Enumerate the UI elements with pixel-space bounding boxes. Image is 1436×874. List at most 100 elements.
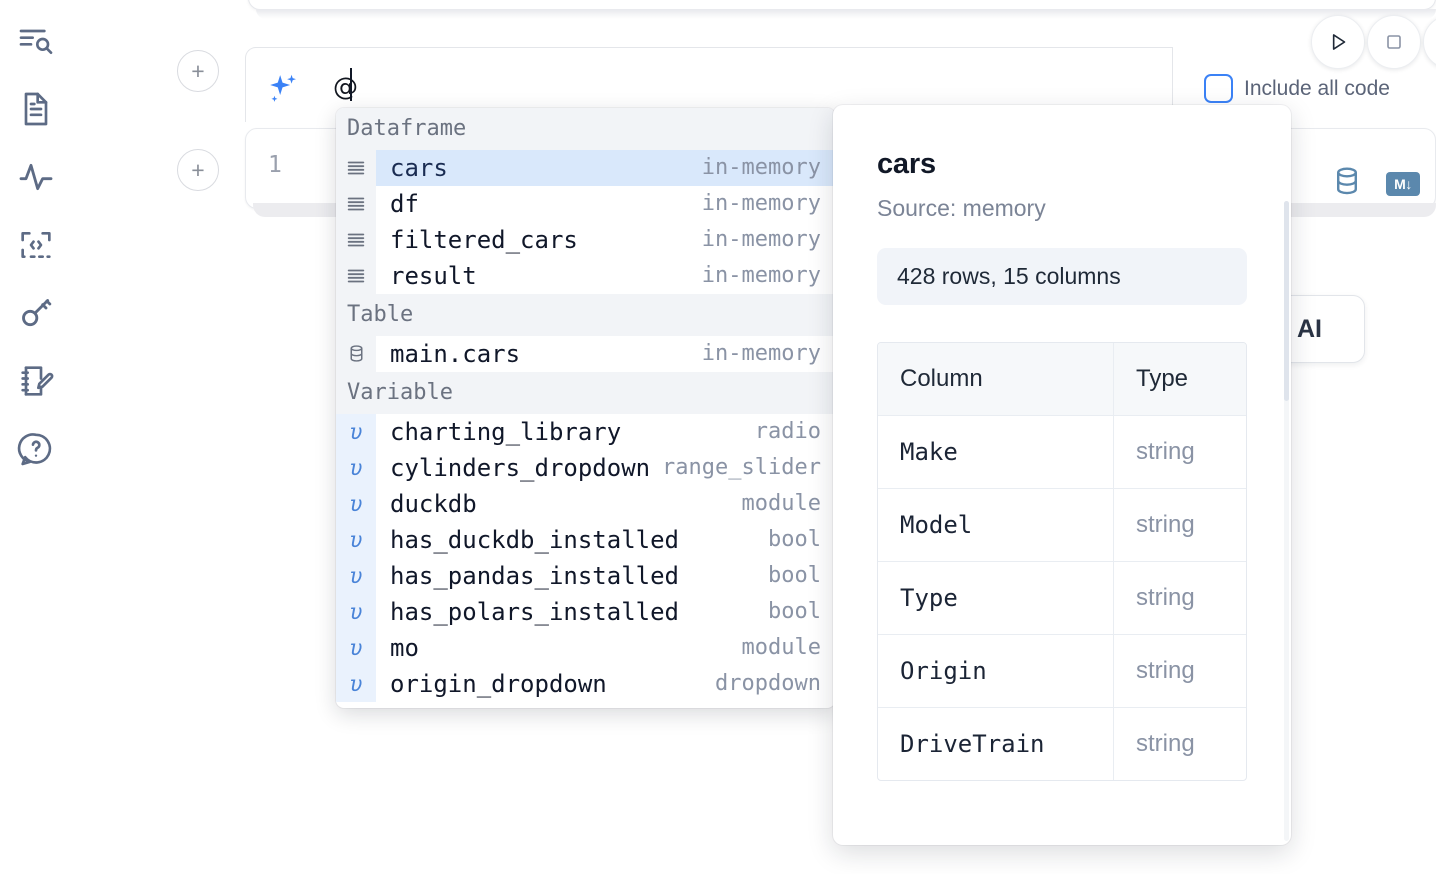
autocomplete-item-type: in-memory bbox=[701, 155, 821, 181]
doc-table-row: Origin string bbox=[878, 635, 1246, 708]
autocomplete-item-name: cars bbox=[390, 153, 448, 182]
variable-icon: υ bbox=[336, 521, 376, 558]
dataframe-icon bbox=[336, 149, 376, 186]
doc-scrollbar-thumb[interactable] bbox=[1284, 201, 1289, 401]
add-cell-button-top[interactable]: + bbox=[177, 50, 219, 92]
sparkles-icon bbox=[264, 70, 302, 108]
include-all-code-row[interactable]: Include all code bbox=[1204, 74, 1390, 103]
autocomplete-item-type: in-memory bbox=[701, 227, 821, 253]
doc-column-type: string bbox=[1136, 584, 1195, 611]
help-icon[interactable] bbox=[13, 426, 59, 472]
more-actions-button[interactable] bbox=[1423, 15, 1436, 69]
doc-table-header: Column bbox=[878, 343, 1114, 415]
document-icon[interactable] bbox=[13, 86, 59, 132]
variable-icon: υ bbox=[336, 413, 376, 450]
autocomplete-item-type: module bbox=[741, 491, 821, 517]
autocomplete-item-name: charting_library bbox=[390, 417, 622, 446]
doc-column-name: Model bbox=[878, 489, 1114, 561]
doc-scrollbar-track[interactable] bbox=[1284, 201, 1289, 841]
doc-column-type: string bbox=[1136, 511, 1195, 538]
autocomplete-item-name: duckdb bbox=[390, 489, 477, 518]
prompt-divider bbox=[1172, 47, 1173, 122]
variable-icon: υ bbox=[336, 665, 376, 702]
doc-column-type: string bbox=[1136, 438, 1195, 465]
autocomplete-item-type: in-memory bbox=[701, 263, 821, 289]
doc-column-name: Make bbox=[878, 416, 1114, 488]
doc-table-row: Make string bbox=[878, 416, 1246, 489]
text-caret bbox=[350, 68, 352, 101]
autocomplete-item-type: radio bbox=[754, 419, 821, 445]
doc-source: Source: memory bbox=[877, 195, 1046, 221]
search-files-icon[interactable] bbox=[13, 18, 59, 64]
autocomplete-item-name: mo bbox=[390, 633, 419, 662]
doc-table-row: Model string bbox=[878, 489, 1246, 562]
include-all-code-label: Include all code bbox=[1244, 76, 1390, 100]
scratchpad-icon[interactable] bbox=[13, 358, 59, 404]
plus-icon: + bbox=[191, 57, 205, 84]
autocomplete-item[interactable]: υ cylinders_dropdown range_slider bbox=[336, 449, 835, 486]
dataframe-icon bbox=[336, 221, 376, 258]
variable-icon: υ bbox=[336, 557, 376, 594]
autocomplete-group-header: Dataframe bbox=[336, 108, 835, 150]
variable-icon: υ bbox=[336, 593, 376, 630]
doc-table-header: Type bbox=[1114, 343, 1246, 415]
autocomplete-item[interactable]: υ charting_library radio bbox=[336, 413, 835, 450]
code-snippet-icon[interactable] bbox=[13, 222, 59, 268]
stop-button[interactable] bbox=[1367, 15, 1421, 69]
add-cell-button-bottom[interactable]: + bbox=[177, 149, 219, 191]
autocomplete-item-type: bool bbox=[768, 599, 821, 625]
autocomplete-item[interactable]: υ has_polars_installed bool bbox=[336, 593, 835, 630]
variable-icon: υ bbox=[336, 449, 376, 486]
doc-column-type: string bbox=[1136, 730, 1195, 757]
autocomplete-item-name: origin_dropdown bbox=[390, 669, 607, 698]
doc-column-name: Origin bbox=[878, 635, 1114, 707]
left-icon-rail bbox=[0, 0, 72, 874]
plus-icon: + bbox=[191, 156, 205, 183]
variable-icon: υ bbox=[336, 629, 376, 666]
line-number: 1 bbox=[268, 152, 282, 178]
autocomplete-item-name: has_pandas_installed bbox=[390, 561, 679, 590]
include-all-code-checkbox[interactable] bbox=[1204, 74, 1233, 103]
autocomplete-item[interactable]: filtered_cars in-memory bbox=[336, 221, 835, 258]
autocomplete-item-name: main.cars bbox=[390, 339, 521, 368]
autocomplete-item[interactable]: υ has_pandas_installed bool bbox=[336, 557, 835, 594]
doc-column-type: string bbox=[1136, 657, 1195, 684]
autocomplete-item[interactable]: cars in-memory bbox=[336, 149, 835, 186]
doc-shape-badge: 428 rows, 15 columns bbox=[877, 248, 1247, 305]
autocomplete-item-name: has_polars_installed bbox=[390, 597, 679, 626]
run-button[interactable] bbox=[1311, 15, 1365, 69]
autocomplete-item-type: bool bbox=[768, 563, 821, 589]
activity-icon[interactable] bbox=[13, 154, 59, 200]
autocomplete-item-name: filtered_cars bbox=[390, 225, 578, 254]
autocomplete-item-name: cylinders_dropdown bbox=[390, 453, 651, 482]
documentation-panel: cars Source: memory 428 rows, 15 columns… bbox=[833, 105, 1291, 845]
autocomplete-group-header: Table bbox=[336, 293, 835, 336]
key-icon[interactable] bbox=[13, 290, 59, 336]
autocomplete-item-name: has_duckdb_installed bbox=[390, 525, 679, 554]
autocomplete-item-type: module bbox=[741, 635, 821, 661]
database-icon[interactable] bbox=[1330, 164, 1364, 203]
autocomplete-item-name: result bbox=[390, 261, 477, 290]
autocomplete-item-type: dropdown bbox=[715, 671, 821, 697]
autocomplete-item[interactable]: υ origin_dropdown dropdown bbox=[336, 665, 835, 702]
autocomplete-item[interactable]: result in-memory bbox=[336, 257, 835, 294]
doc-column-name: DriveTrain bbox=[878, 708, 1114, 780]
autocomplete-item-type: range_slider bbox=[662, 455, 821, 481]
autocomplete-item-name: df bbox=[390, 189, 419, 218]
cell-above-shadow bbox=[256, 9, 1436, 19]
doc-title: cars bbox=[877, 148, 936, 180]
markdown-icon[interactable]: M↓ bbox=[1386, 171, 1420, 196]
ai-prompt-input[interactable]: @ bbox=[333, 72, 358, 101]
dataframe-icon bbox=[336, 257, 376, 294]
doc-table-row: DriveTrain string bbox=[878, 708, 1246, 780]
